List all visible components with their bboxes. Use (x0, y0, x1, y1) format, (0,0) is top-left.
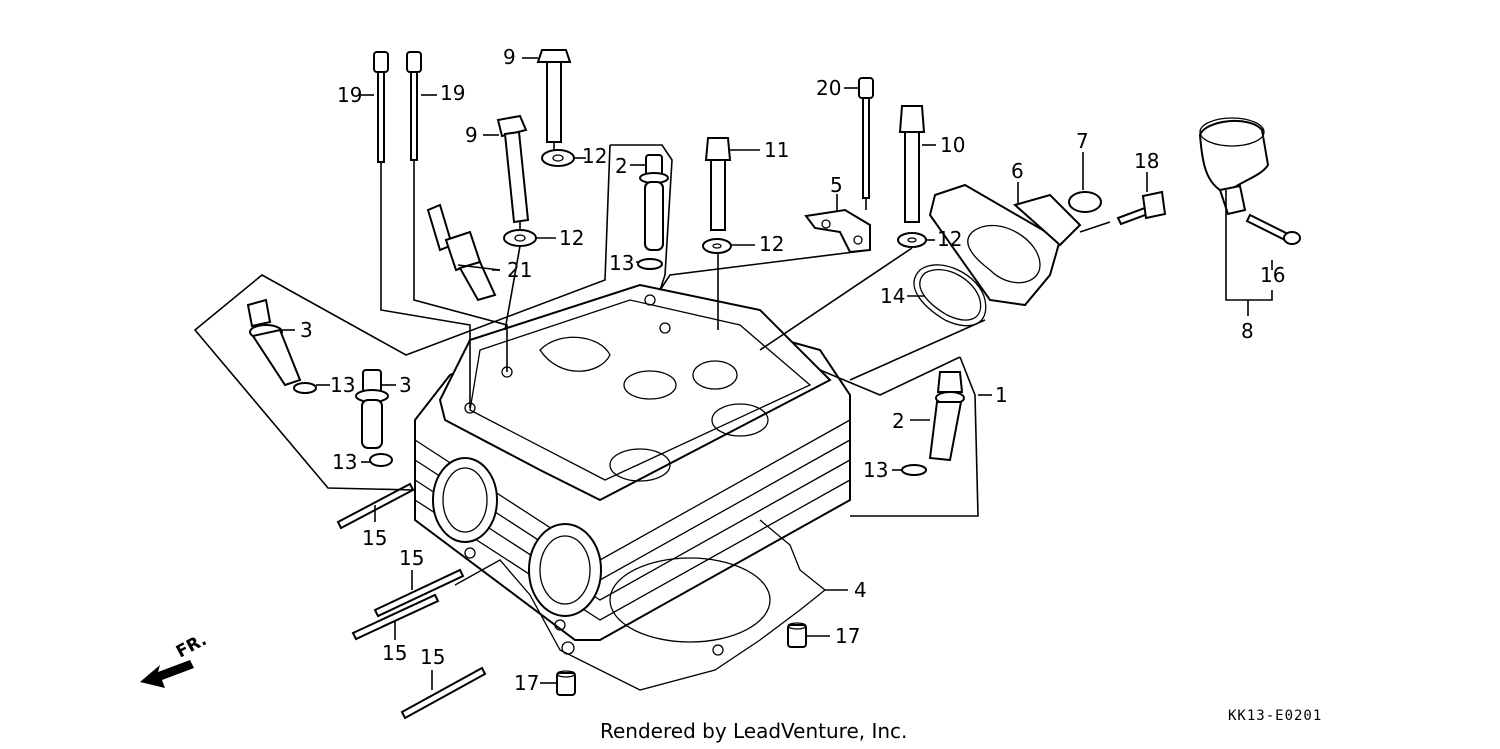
callout-21: 21 (507, 258, 532, 282)
long-bolts-19 (373, 51, 422, 163)
callout-12c: 12 (759, 232, 784, 256)
bolt-11 (704, 137, 732, 231)
callout-13a: 13 (609, 251, 634, 275)
bracket-5 (804, 208, 871, 254)
valve-guide-3-mid (355, 369, 389, 449)
callout-13b: 13 (330, 373, 355, 397)
callout-12a: 12 (582, 144, 607, 168)
head-gasket (454, 519, 827, 691)
callout-2b: 2 (892, 409, 905, 433)
stud-bolts (336, 482, 487, 720)
callout-7: 7 (1076, 129, 1089, 153)
dowel-pin-upper (787, 622, 807, 648)
valve-guide-3-left (246, 298, 302, 387)
callout-3a: 3 (300, 318, 313, 342)
callout-20: 20 (816, 76, 841, 100)
valve-guide-2-right (928, 371, 965, 462)
callout-6: 6 (1011, 159, 1024, 183)
callout-19b: 19 (440, 81, 465, 105)
screw-18 (1116, 190, 1167, 226)
callout-15b: 15 (399, 546, 424, 570)
callout-17a: 17 (835, 624, 860, 648)
callout-labels: 19 19 9 9 12 12 12 12 2 2 11 20 5 10 6 7… (300, 45, 1285, 695)
callout-15a: 15 (362, 526, 387, 550)
callout-18: 18 (1134, 149, 1159, 173)
callout-16: 16 (1260, 263, 1285, 287)
cylinder-head (414, 283, 851, 641)
callout-13d: 13 (863, 458, 888, 482)
front-direction-arrow (140, 660, 194, 688)
valve-guide-2-upper (639, 154, 669, 251)
callout-12b: 12 (559, 226, 584, 250)
clamp-band-8 (1198, 117, 1270, 216)
diagram-code: KK13-E0201 (1228, 708, 1322, 724)
callout-1: 1 (995, 383, 1008, 407)
callout-2a: 2 (615, 154, 628, 178)
spark-plug (426, 203, 497, 302)
callout-5: 5 (830, 173, 843, 197)
callout-4: 4 (854, 578, 867, 602)
callout-15c: 15 (382, 641, 407, 665)
callout-14: 14 (880, 284, 905, 308)
callout-12d: 12 (937, 227, 962, 251)
bolt-20 (858, 77, 874, 199)
o-rings-13 (293, 258, 927, 476)
callout-15d: 15 (420, 645, 445, 669)
callout-19a: 19 (337, 83, 362, 107)
front-direction-label: FR. (173, 630, 210, 662)
cap-7 (1068, 191, 1102, 213)
callout-17b: 17 (514, 671, 539, 695)
callout-11: 11 (764, 138, 789, 162)
dowel-pin-lower (556, 670, 576, 696)
intake-insulator-6 (928, 183, 1082, 307)
callout-8: 8 (1241, 319, 1254, 343)
callout-10: 10 (940, 133, 965, 157)
flange-bolts-9 (496, 49, 572, 224)
callout-9a: 9 (503, 45, 516, 69)
bolt-10 (898, 105, 926, 223)
callout-9b: 9 (465, 123, 478, 147)
callout-13c: 13 (332, 450, 357, 474)
leader-lines (193, 57, 1273, 690)
footer-credit: Rendered by LeadVenture, Inc. (600, 719, 907, 743)
screw-16 (1245, 213, 1301, 245)
callout-3b: 3 (399, 373, 412, 397)
